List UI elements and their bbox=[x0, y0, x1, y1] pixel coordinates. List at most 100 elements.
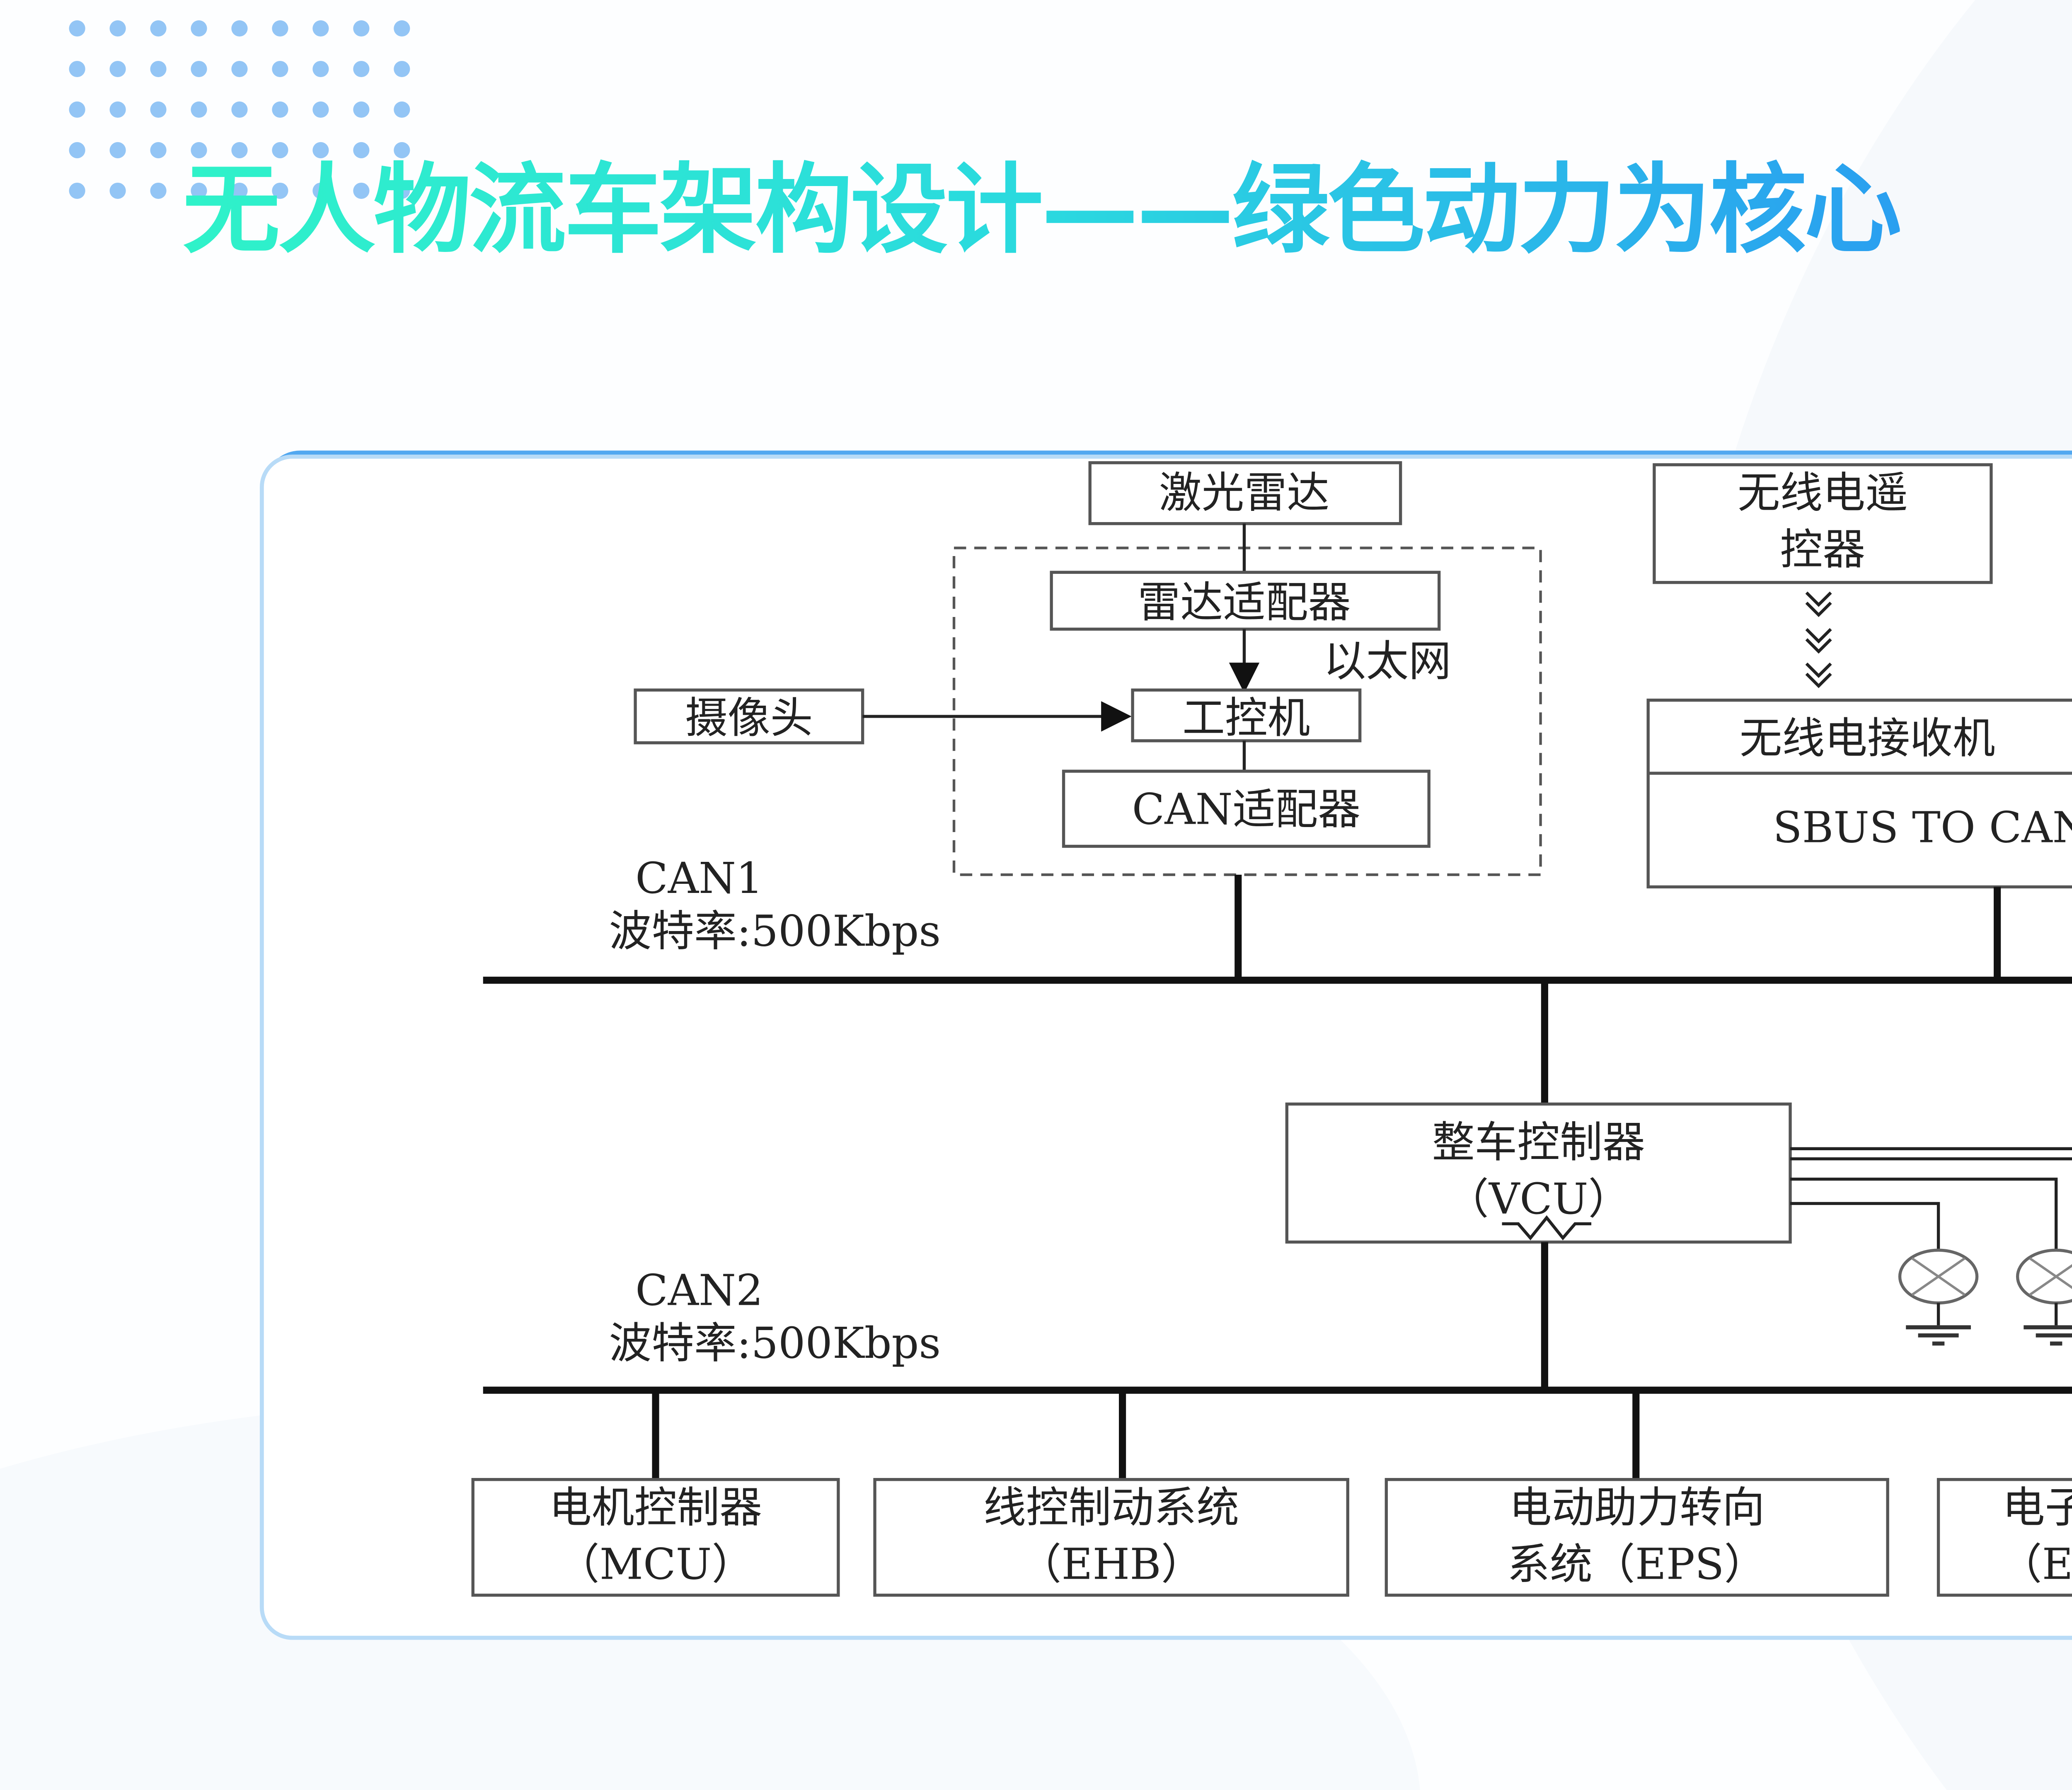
decorative-dot bbox=[394, 142, 410, 159]
output-lamps bbox=[1790, 1147, 2072, 1346]
decorative-dot bbox=[312, 101, 329, 118]
module-label-line2: （EHB） bbox=[1019, 1540, 1204, 1589]
decorative-dot bbox=[312, 142, 329, 159]
receiver-label: 无线电接收机 bbox=[1740, 714, 1995, 763]
decorative-dot bbox=[109, 60, 126, 77]
remote-label-line2: 控器 bbox=[1780, 525, 1866, 575]
decorative-dot bbox=[109, 142, 126, 159]
module-box bbox=[873, 1478, 1349, 1597]
camera-box bbox=[634, 688, 864, 745]
ethernet-label: 以太网 bbox=[1323, 637, 1451, 686]
lidar-box bbox=[1088, 461, 1402, 525]
module-label-line2: （EPB） bbox=[1999, 1540, 2072, 1589]
decorative-dot bbox=[150, 101, 167, 118]
decorative-dot bbox=[69, 60, 85, 77]
decorative-dot bbox=[69, 101, 85, 118]
decorative-dot bbox=[69, 20, 85, 37]
lamp bbox=[1790, 1147, 2072, 1150]
decorative-dot bbox=[272, 60, 288, 77]
decorative-dot bbox=[191, 182, 207, 199]
module-box bbox=[1385, 1478, 1889, 1597]
decorative-dot bbox=[150, 182, 167, 199]
decorative-dot bbox=[312, 20, 329, 37]
module-label-line1: 电机控制器 bbox=[549, 1483, 762, 1533]
can2-name: CAN2 bbox=[635, 1266, 763, 1315]
vcu-wave-icon bbox=[1502, 1215, 1592, 1241]
vcu-label-line1: 整车控制器 bbox=[1432, 1118, 1645, 1167]
lamp-icon bbox=[2016, 1248, 2072, 1305]
radar-adapter-label: 雷达适配器 bbox=[1138, 578, 1351, 627]
module-0: 电机控制器 （MCU） bbox=[471, 1390, 840, 1597]
can1-name: CAN1 bbox=[635, 854, 763, 903]
decorative-dot bbox=[69, 142, 85, 159]
can2-baud: 波特率:500Kbps bbox=[609, 1319, 941, 1368]
decorative-dot bbox=[312, 60, 329, 77]
decorative-dot bbox=[109, 101, 126, 118]
decorative-dot bbox=[353, 20, 370, 37]
remote-label-line1: 无线电遥 bbox=[1738, 469, 1908, 518]
decorative-dot bbox=[231, 182, 248, 199]
decorative-dot bbox=[191, 142, 207, 159]
sbus-label: SBUS TO CAN控制器 bbox=[1773, 803, 2072, 853]
decorative-dot bbox=[150, 20, 167, 37]
wireless-signal-icon bbox=[1805, 591, 1832, 688]
decorative-dot bbox=[231, 20, 248, 37]
module-1: 线控制动系统 （EHB） bbox=[873, 1390, 1349, 1597]
can-adapter-label: CAN适配器 bbox=[1132, 785, 1360, 835]
vcu-label-line2: （VCU） bbox=[1446, 1175, 1631, 1224]
decorative-dot bbox=[150, 142, 167, 159]
vcu-box bbox=[1285, 1102, 1792, 1244]
module-label-line1: 线控制动系统 bbox=[983, 1483, 1239, 1533]
ipc-label: 工控机 bbox=[1182, 694, 1310, 743]
decorative-dot bbox=[353, 60, 370, 77]
decorative-dot bbox=[69, 182, 85, 199]
decorative-dot bbox=[312, 182, 329, 199]
lamp-wire bbox=[1790, 1147, 2072, 1150]
lidar-label: 激光雷达 bbox=[1159, 469, 1329, 518]
slide-title: 无人物流车架构设计——绿色动力为核心 bbox=[183, 146, 1902, 276]
decorative-dot bbox=[231, 142, 248, 159]
decorative-dot bbox=[191, 60, 207, 77]
decorative-dot bbox=[394, 101, 410, 118]
decorative-dot bbox=[150, 60, 167, 77]
lamp bbox=[1790, 1157, 2072, 1161]
remote-controller-box bbox=[1653, 463, 1993, 584]
decorative-dot bbox=[191, 20, 207, 37]
decorative-dot bbox=[191, 101, 207, 118]
decorative-dot bbox=[353, 101, 370, 118]
decorative-dot bbox=[272, 20, 288, 37]
can-adapter-box bbox=[1062, 769, 1431, 848]
lamp-wire bbox=[1790, 1178, 2058, 1253]
decorative-dot bbox=[353, 182, 370, 199]
receiver-box bbox=[1646, 699, 2072, 775]
module-3: 电子手刹 （EPB） bbox=[1936, 1478, 2072, 1597]
decorative-dot bbox=[272, 182, 288, 199]
module-box bbox=[471, 1478, 840, 1597]
diagram-card bbox=[259, 455, 2072, 1640]
decorative-dot bbox=[394, 60, 410, 77]
decorative-dot-grid bbox=[69, 20, 435, 213]
module-box bbox=[1936, 1478, 2072, 1597]
module-label-line1: 电子手刹 bbox=[2002, 1483, 2072, 1533]
module-label-line2: （MCU） bbox=[557, 1540, 754, 1589]
decorative-dot bbox=[394, 182, 410, 199]
decorative-dot bbox=[272, 142, 288, 159]
can1-baud: 波特率:500Kbps bbox=[609, 907, 941, 956]
module-label-line1: 电动助力转向 bbox=[1509, 1483, 1765, 1533]
decorative-dot bbox=[272, 101, 288, 118]
decorative-dot bbox=[353, 142, 370, 159]
decorative-dot bbox=[231, 101, 248, 118]
lamp-wire bbox=[1790, 1157, 2072, 1161]
lamp bbox=[1790, 1178, 2072, 1346]
decorative-dot bbox=[109, 182, 126, 199]
ipc-group-boundary bbox=[952, 547, 1542, 876]
decorative-dot bbox=[109, 20, 126, 37]
lamp-wire bbox=[1790, 1202, 1940, 1253]
lamp bbox=[1790, 1202, 1979, 1346]
module-label-line2: 系统（EPS） bbox=[1507, 1540, 1767, 1589]
radar-adapter-box bbox=[1050, 571, 1441, 631]
